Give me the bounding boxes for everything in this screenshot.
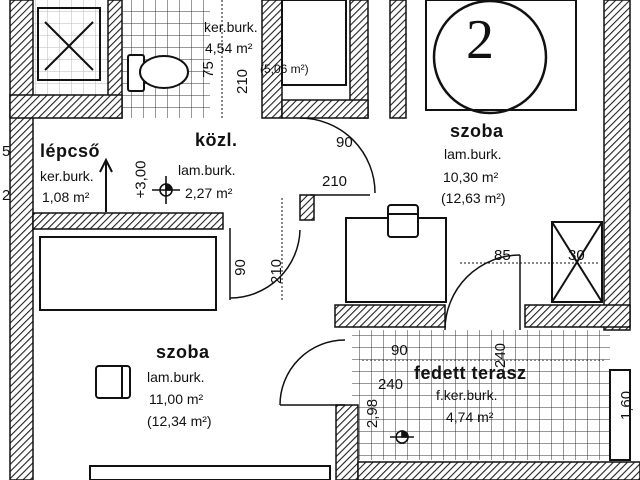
room-kozl-area: 2,27 m²: [185, 185, 233, 201]
dim-210-b: 210: [322, 173, 348, 190]
room-szoba-bottom-name: szoba: [156, 342, 210, 362]
dim-85: 85: [494, 247, 511, 264]
room-szoba-top-area2: (12,63 m²): [441, 190, 506, 206]
dim-90-a: 90: [336, 134, 353, 151]
room-number: 2: [466, 9, 494, 71]
dim-30: 30: [568, 247, 585, 264]
room-szoba-top-area: 10,30 m²: [443, 169, 499, 185]
dim-160: 1,60: [618, 390, 636, 421]
dim-298: 2,98: [364, 398, 382, 429]
room-szoba-bottom-area2: (12,34 m²): [147, 413, 212, 429]
dim-5: 5: [2, 143, 11, 160]
room-kozl-name: közl.: [195, 130, 238, 150]
room-szoba-top-finish: lam.burk.: [444, 146, 502, 162]
room-lepcso-area: 1,08 m²: [42, 189, 90, 205]
dim-75: 75: [199, 61, 217, 78]
room-number-circle: [432, 0, 548, 115]
room-lepcso-name: lépcső: [40, 141, 101, 161]
room-terasz-area: 4,74 m²: [446, 409, 494, 425]
room-terasz-finish: f.ker.burk.: [436, 387, 498, 403]
room-kozl-finish: lam.burk.: [178, 162, 236, 178]
walls: [9, 0, 640, 480]
door-swings: [229, 117, 521, 406]
dim-90-b: 90: [231, 259, 249, 276]
dim-210-c: 210: [268, 258, 286, 285]
level-marker-icon: [152, 176, 180, 204]
stair-arrow-icon: [99, 157, 113, 212]
chair-icon: [387, 204, 419, 238]
room-top-left-area: 4,54 m²: [205, 40, 253, 56]
level-marker-terrace-icon: [390, 430, 414, 444]
room-outlines: [37, 0, 631, 480]
dim-90-c: 90: [391, 342, 408, 359]
room-terasz-name: fedett terasz: [414, 363, 527, 383]
room-szoba-top-name: szoba: [450, 121, 504, 141]
dimension-lines: [221, 0, 604, 361]
terrace-tiles: [352, 330, 610, 460]
room-kozl-level: +3,00: [132, 160, 150, 199]
toilet-icon: [127, 54, 189, 92]
dim-240-b: 240: [378, 376, 404, 393]
room-lepcso-finish: ker.burk.: [40, 168, 94, 184]
room-szoba-bottom-area: 11,00 m²: [149, 391, 204, 407]
room-szoba-bottom-finish: lam.burk.: [147, 369, 205, 385]
dim-210-a: 210: [234, 68, 252, 95]
room-top-left-finish: ker.burk.: [204, 19, 258, 35]
chair-icon-bottom: [95, 365, 131, 399]
room-top-left-area2: (5,06 m²): [260, 62, 309, 76]
dim-2: 2: [2, 187, 11, 204]
